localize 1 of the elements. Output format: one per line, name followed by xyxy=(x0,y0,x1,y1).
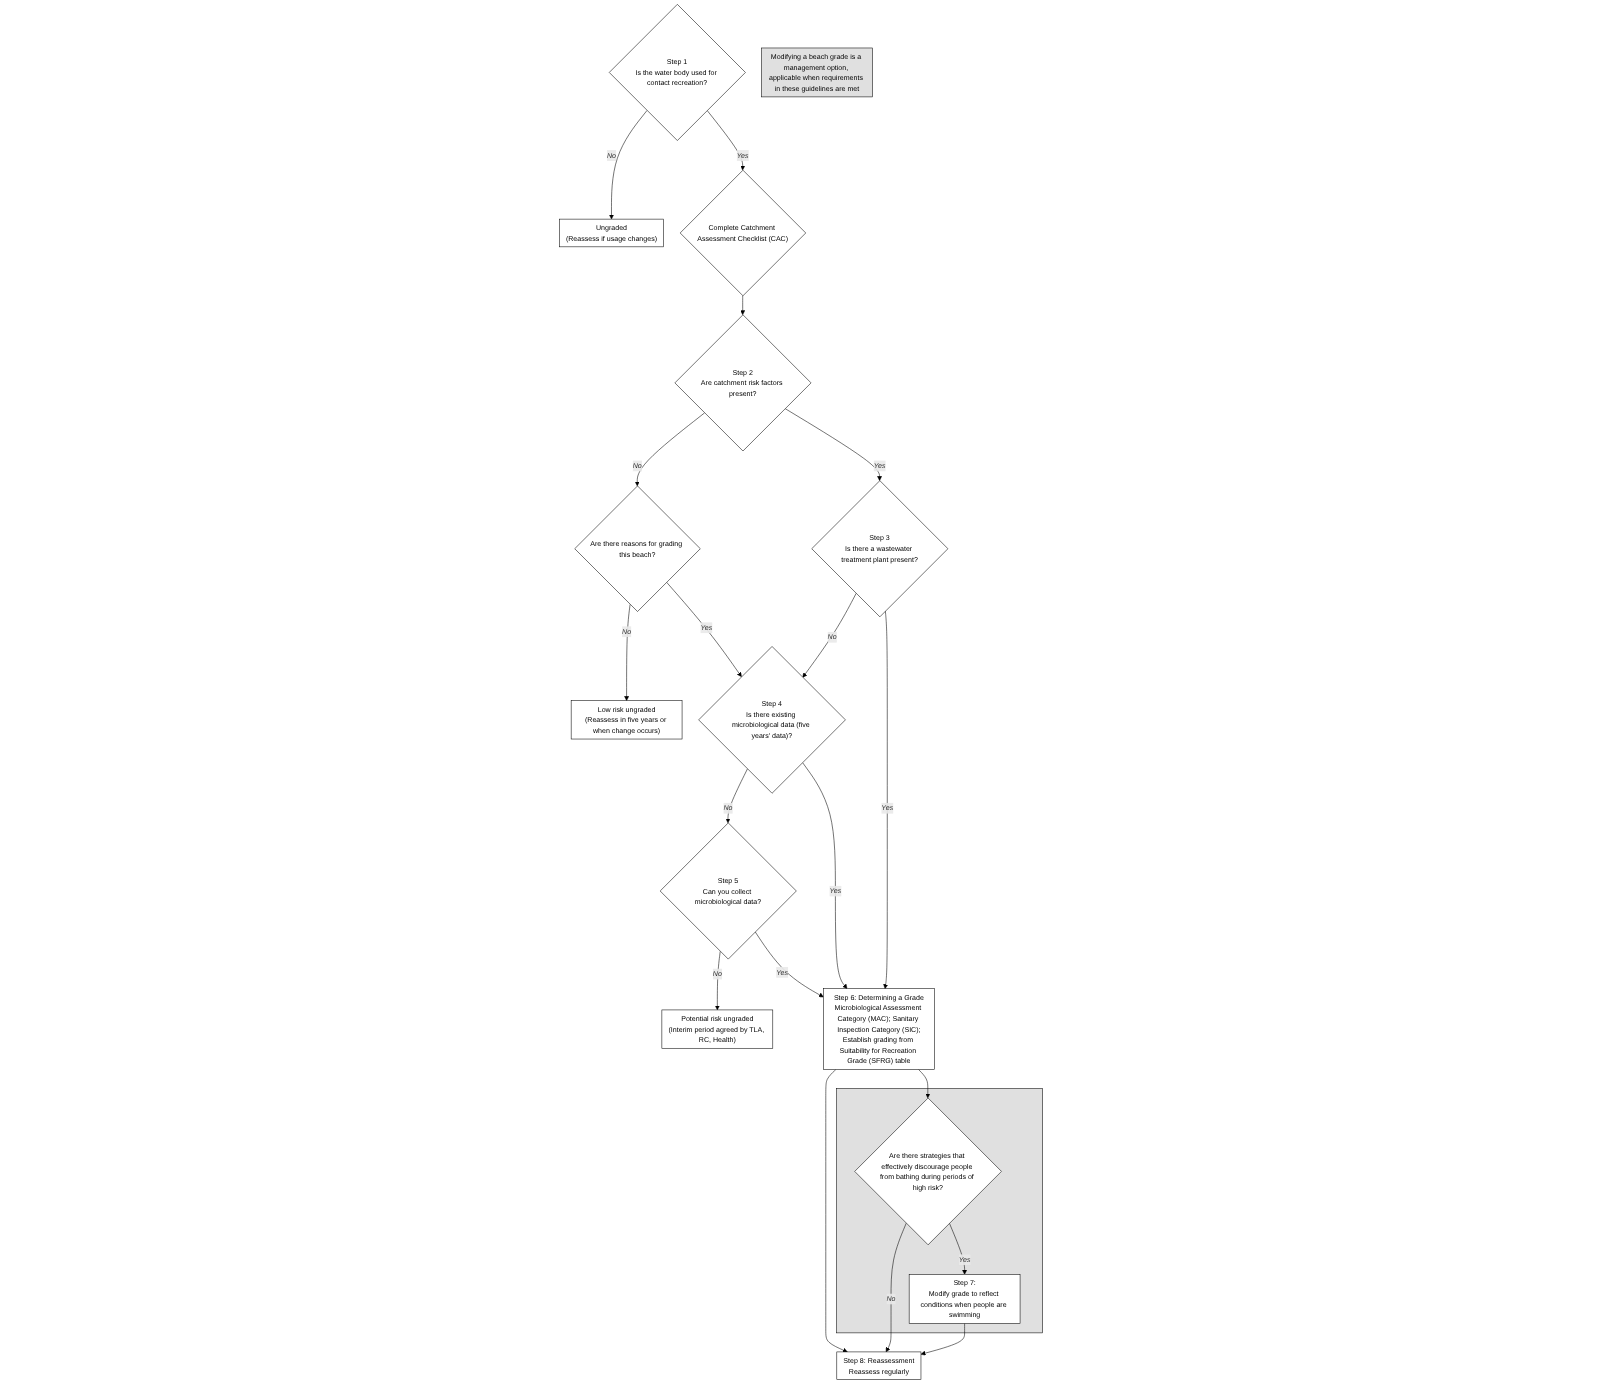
cluster xyxy=(836,1088,1043,1334)
